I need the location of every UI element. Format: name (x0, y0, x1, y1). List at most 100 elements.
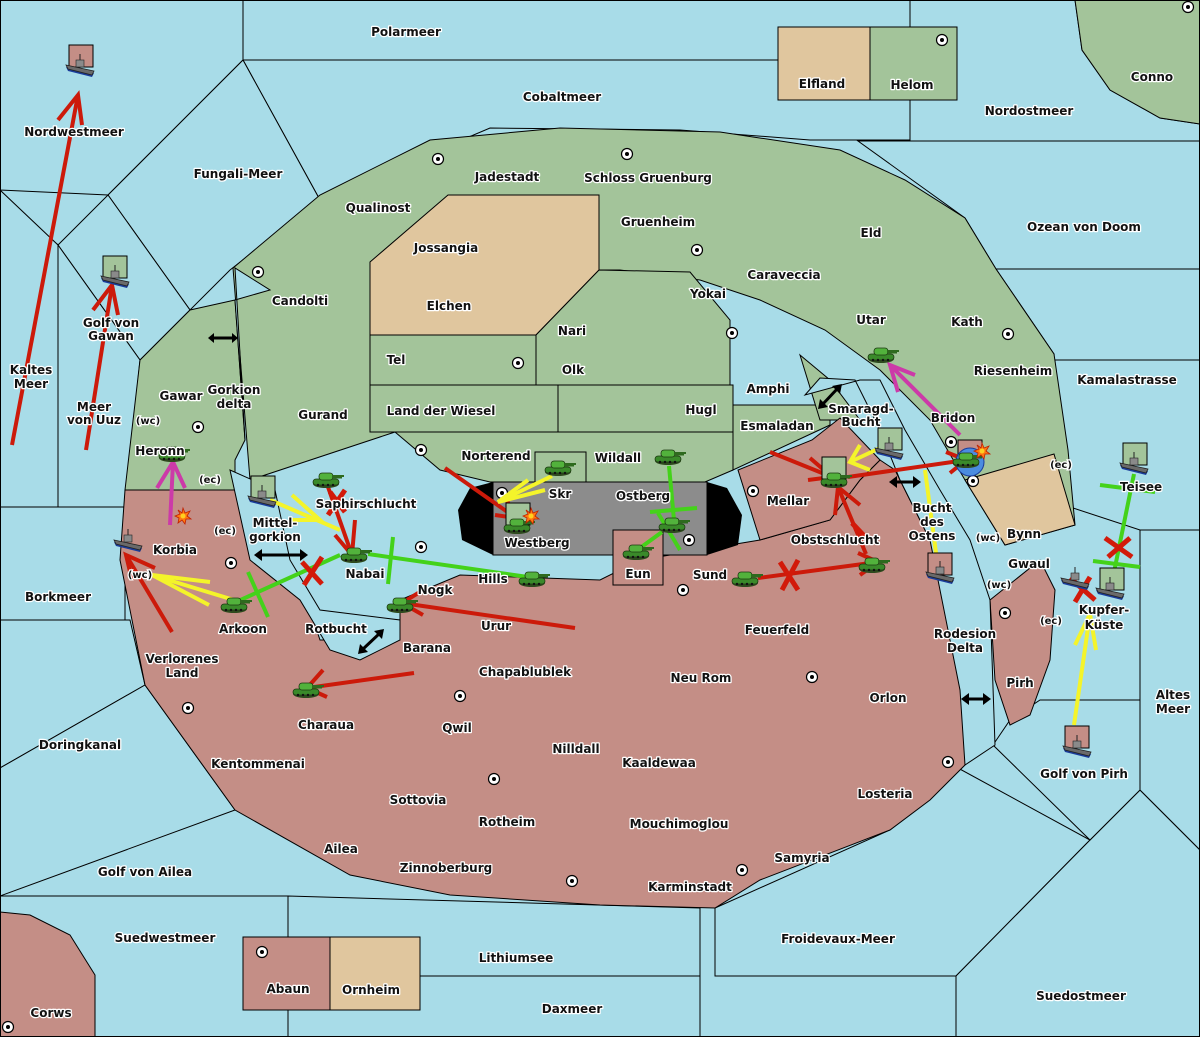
supply-center-icon (735, 863, 749, 877)
label-gorkiondelta-line1: Gorkion (208, 383, 261, 397)
double-arrow-icon (818, 384, 842, 409)
sea-gorkiondelta[interactable] (234, 267, 272, 441)
label-froidevaux: Froidevaux-Meer (781, 932, 895, 946)
impassable-west (458, 482, 493, 555)
label-polarmeer: Polarmeer (371, 25, 441, 39)
label-gurand: Gurand (298, 408, 348, 422)
label-barana: Barana (403, 641, 451, 655)
region-bynn[interactable] (964, 453, 1076, 546)
label-cobaltmeer: Cobaltmeer (523, 90, 601, 104)
convoy-order-arrowhead (290, 493, 326, 522)
supply-center-icon (966, 474, 980, 488)
label-mouchi: Mouchimoglou (630, 817, 729, 831)
support-cut-marker (1092, 559, 1141, 569)
sea-mittelgorkion[interactable] (229, 469, 401, 661)
support-cut-marker (386, 536, 395, 585)
support-cut-marker (1099, 483, 1156, 494)
label-gwaul: Gwaul (1008, 557, 1050, 571)
move-order-arrow (84, 284, 114, 451)
label-obst: Obstschlucht (791, 533, 880, 547)
move-order-arrowhead (91, 280, 120, 316)
label-nordostmeer: Nordostmeer (985, 104, 1074, 118)
move-order-arrow (306, 671, 415, 690)
retreat-order-arrow (888, 363, 962, 437)
label-smaragd-line2: Bucht (841, 415, 880, 429)
label-smaragd-line1: Smaragd- (828, 402, 893, 416)
label-bynn: Bynn (1007, 527, 1041, 541)
supply-center-icon (565, 874, 579, 888)
label-bucht-line3: Ostens (909, 529, 956, 543)
label-elchen: Elchen (427, 299, 472, 313)
label-charaua: Charaua (298, 718, 354, 732)
convoy-order-arrow (151, 573, 235, 602)
move-order-arrow (836, 486, 868, 555)
label-mittel-line2: gorkion (249, 530, 301, 544)
label-daxmeer: Daxmeer (542, 1002, 603, 1016)
label-sund: Sund (693, 568, 727, 582)
label-neurom: Neu Rom (671, 671, 732, 685)
support-order-arrow (367, 552, 536, 580)
label-coast-ec: (ec) (1040, 616, 1062, 627)
region-corws[interactable] (0, 911, 96, 1037)
label-skr: Skr (549, 487, 572, 501)
label-qwil: Qwil (442, 721, 472, 735)
region-abaun[interactable] (242, 936, 331, 1011)
region-esmaladan[interactable] (732, 404, 831, 471)
land-labels: Elfland Helom Conno Jadestadt Schloss Gr… (29, 69, 1174, 1022)
label-hills: Hills (478, 572, 508, 586)
convoy-order-arrowhead (1073, 607, 1098, 651)
region-ornheim[interactable] (329, 936, 421, 1011)
double-arrow-icon (254, 549, 308, 561)
label-nari: Nari (558, 324, 586, 338)
move-order-arrow (757, 560, 879, 580)
supply-center-icon (1181, 0, 1195, 14)
sea-labels: Polarmeer Cobaltmeer Nordwestmeer Fungal… (8, 24, 1191, 1018)
label-uuz-line2: von Uuz (67, 413, 121, 427)
supply-center-icon (487, 772, 501, 786)
label-kupfer-line2: Küste (1085, 618, 1124, 632)
label-arkoon: Arkoon (219, 622, 267, 636)
label-tel: Tel (387, 353, 406, 367)
supply-center-icon (453, 689, 467, 703)
label-ostberg: Ostberg (616, 489, 670, 503)
label-teisee: Teisee (1120, 480, 1162, 494)
label-gorkiondelta-line2: delta (217, 397, 252, 411)
label-bridon: Bridon (931, 411, 976, 425)
label-kaltes-line1: Kaltes (10, 363, 53, 377)
label-norterend: Norterend (461, 449, 530, 463)
region-helom[interactable] (869, 26, 958, 101)
convoy-order-arrowhead (496, 478, 546, 504)
label-eun: Eun (625, 567, 650, 581)
label-ornheim: Ornheim (342, 983, 400, 997)
label-verlorenes-line2: Land (166, 666, 199, 680)
failed-order-marker (850, 521, 870, 542)
failed-order-marker (779, 558, 801, 592)
supply-center-icon (620, 147, 634, 161)
supply-center-icon (255, 945, 269, 959)
coast-labels: (wc) (ec) (ec) (wc) (ec) (wc) (wc) (ec) (127, 415, 1074, 629)
failed-order-marker (301, 555, 325, 587)
supply-center-icon (1001, 327, 1015, 341)
convoy-order-arrow (269, 498, 341, 532)
sea-fungali[interactable] (107, 59, 321, 311)
supply-center-icon (191, 420, 205, 434)
region-gwaul-pirh[interactable] (989, 559, 1056, 726)
label-fungali: Fungali-Meer (194, 167, 283, 181)
label-coast-ec: (ec) (1050, 460, 1072, 471)
supply-center-icon (935, 33, 949, 47)
label-eld: Eld (861, 226, 882, 240)
move-order-arrow (10, 94, 80, 446)
label-uuz-line1: Meer (77, 400, 111, 414)
supply-center-icon (690, 243, 704, 257)
label-verlorenes-line1: Verlorenes (146, 652, 219, 666)
region-conno[interactable] (1074, 0, 1200, 125)
label-doringkanal: Doringkanal (39, 738, 121, 752)
label-coast-wc: (wc) (987, 580, 1011, 591)
canals (208, 333, 991, 705)
label-ozean: Ozean von Doom (1027, 220, 1141, 234)
label-urur: Urur (481, 619, 511, 633)
supply-center-icon (181, 701, 195, 715)
label-landwiesel: Land der Wiesel (387, 404, 496, 418)
